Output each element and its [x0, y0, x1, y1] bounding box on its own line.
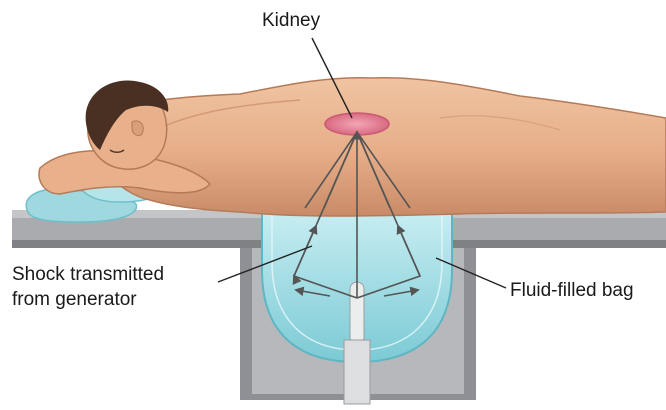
shock-label-line1: Shock transmitted — [12, 262, 164, 287]
kidney-label: Kidney — [262, 8, 320, 33]
fluid-bag-label: Fluid-filled bag — [510, 278, 634, 303]
shock-label-line2: from generator — [12, 287, 164, 312]
kidney-shape — [325, 113, 389, 135]
shock-label: Shock transmitted from generator — [12, 262, 164, 312]
